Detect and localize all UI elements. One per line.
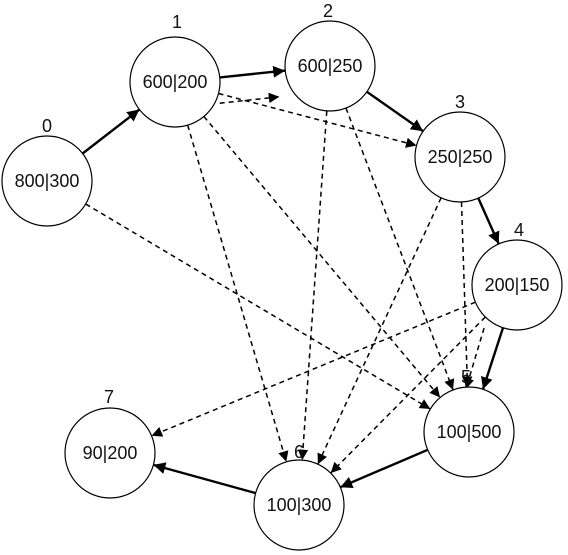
node-id-label: 7	[104, 387, 114, 407]
edge-dashed-4-to-5	[463, 327, 485, 390]
node-circle	[253, 459, 345, 551]
node-id-label: 3	[455, 92, 465, 112]
node-id-label: 4	[514, 220, 524, 240]
edge-dashed-4-to-6	[330, 316, 486, 474]
edge-solid-1-to-2	[219, 65, 286, 79]
edge-dashed-1-to-5	[203, 116, 441, 398]
node-circle	[414, 111, 506, 203]
edge-dashed-3-to-5	[460, 201, 473, 388]
edge-solid-4-to-5	[481, 327, 505, 390]
node-id-label: 6	[294, 442, 304, 462]
node-circle	[284, 20, 376, 112]
node-label: 100|500	[437, 422, 502, 442]
node-5: 100|500 5	[423, 367, 515, 478]
edge-dashed-4-to-7	[151, 301, 476, 437]
node-label: 200|150	[485, 275, 550, 295]
node-0: 800|300 0	[1, 116, 93, 227]
edge-dashed-1-to-6	[186, 124, 289, 463]
edges-layer	[81, 65, 505, 495]
node-circle	[423, 386, 515, 478]
edge-solid-5-to-6	[339, 448, 429, 489]
node-3: 250|250 3	[414, 92, 506, 203]
node-circle	[471, 239, 563, 331]
node-label: 600|200	[143, 72, 208, 92]
node-6: 100|300 6	[253, 442, 345, 551]
node-label: 250|250	[428, 147, 493, 167]
node-id-label: 1	[172, 12, 182, 32]
node-label: 90|200	[83, 443, 138, 463]
edge-dashed-0-to-5	[85, 203, 431, 410]
node-id-label: 2	[323, 1, 333, 21]
edge-dashed-1-to-3	[218, 92, 417, 148]
node-circle	[64, 407, 156, 499]
node-4: 200|150 4	[471, 220, 563, 331]
edge-solid-3-to-4	[477, 197, 500, 245]
node-label: 800|300	[15, 171, 80, 191]
node-label: 600|250	[298, 56, 363, 76]
edge-dashed-1-to-2	[219, 92, 280, 104]
edge-solid-6-to-7	[153, 462, 256, 495]
edge-solid-2-to-3	[366, 90, 424, 133]
node-id-label: 5	[461, 367, 471, 387]
node-2: 600|250 2	[284, 1, 376, 112]
node-1: 600|200 1	[129, 12, 221, 128]
node-circle	[1, 135, 93, 227]
edge-solid-0-to-1	[81, 108, 141, 155]
node-label: 100|300	[267, 495, 332, 515]
node-circle	[129, 36, 221, 128]
node-7: 90|200 7	[64, 387, 156, 499]
edge-dashed-3-to-6	[317, 197, 442, 465]
node-id-label: 0	[42, 116, 52, 136]
edge-dashed-2-to-6	[297, 110, 328, 461]
